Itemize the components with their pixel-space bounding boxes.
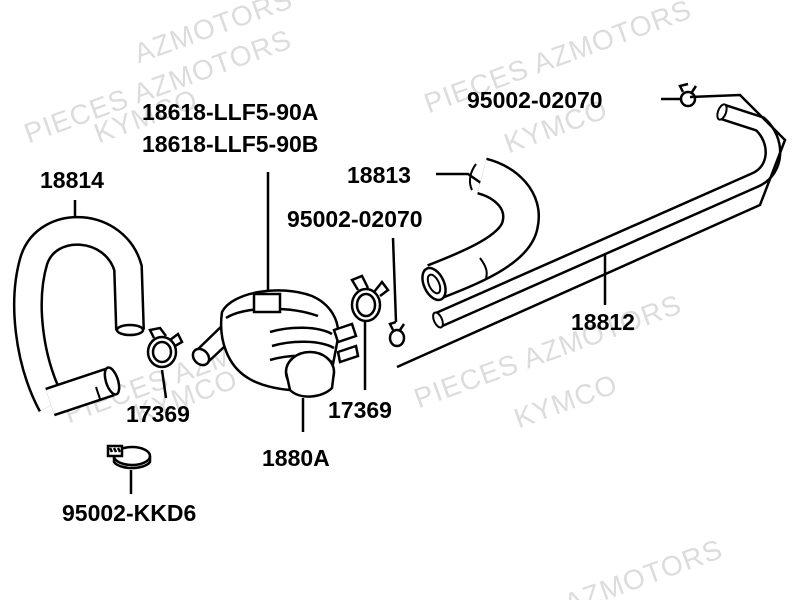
leader-clip-left <box>160 369 168 399</box>
part-label-clip-top: 95002-02070 <box>467 87 603 113</box>
part-label-valve-b: 18618-LLF5-90B <box>142 131 319 157</box>
part-label-hose-curved: 18813 <box>347 162 411 188</box>
pipe-outline-frame <box>396 93 787 369</box>
leader-hose-curved <box>436 172 482 185</box>
part-label-clip-mid: 95002-02070 <box>287 206 423 232</box>
spring-clip-left-part <box>146 326 184 369</box>
part-label-pipe: 18812 <box>571 309 635 335</box>
part-label-valve-a: 18618-LLF5-90A <box>142 99 319 125</box>
part-label-clip-right: 17369 <box>328 397 392 423</box>
small-clip-mid-part <box>388 320 406 348</box>
part-label-band-clip: 95002-KKD6 <box>62 500 197 526</box>
leader-clip-mid <box>391 237 398 323</box>
pipe-long-part <box>432 103 782 329</box>
spring-clip-right-part <box>350 274 390 323</box>
valve-assembly-part <box>191 289 360 398</box>
band-clip-part <box>106 444 152 470</box>
small-clip-top-part <box>678 82 698 108</box>
part-label-hose-left: 18814 <box>40 167 104 193</box>
hose-left-part <box>13 215 145 417</box>
hose-curved-part <box>421 157 540 302</box>
part-label-valve-body: 1880A <box>262 445 330 471</box>
part-label-clip-left: 17369 <box>126 401 190 427</box>
